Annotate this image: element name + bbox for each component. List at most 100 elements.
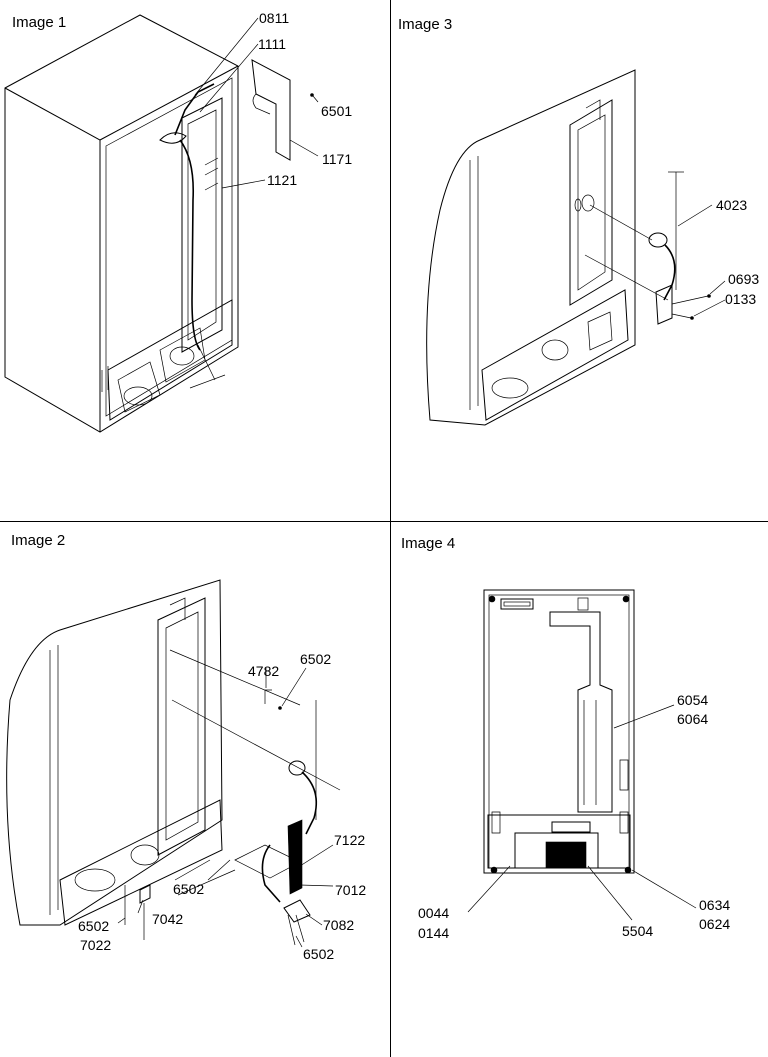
compartment-panel xyxy=(514,832,599,869)
image1-refrigerator-drawing xyxy=(4,14,319,433)
image3-refrigerator-drawing xyxy=(426,69,726,426)
duct-top xyxy=(585,99,601,120)
callout-1121: 1121 xyxy=(267,172,297,188)
callout-6502-left: 6502 xyxy=(78,918,109,934)
axis-line-3 xyxy=(174,859,236,896)
image2-refrigerator-drawing xyxy=(6,579,341,948)
callout-0634: 0634 xyxy=(699,897,730,913)
rear-duct-cover xyxy=(157,597,206,856)
compressor-dome xyxy=(123,386,153,406)
cabinet-side-lines xyxy=(469,156,479,410)
machine-compartment xyxy=(59,799,223,926)
callout-1111: 1111 xyxy=(258,36,286,52)
rear-duct-inner xyxy=(187,109,217,341)
axis-line-2 xyxy=(584,254,669,301)
rear-duct-cover xyxy=(549,611,613,813)
clip-4782 xyxy=(264,689,272,704)
image4-callouts: 6054 6064 0044 0144 5504 0634 0624 xyxy=(418,692,730,941)
callout-7042: 7042 xyxy=(152,911,183,927)
callout-6502-bottom: 6502 xyxy=(303,946,334,962)
callout-7082: 7082 xyxy=(323,917,354,933)
cabinet-back-border xyxy=(488,594,630,869)
horizontal-divider xyxy=(0,521,768,522)
foot-right xyxy=(624,866,632,874)
access-plate xyxy=(551,821,591,833)
image1-callouts: 0811 1111 6501 1171 1121 xyxy=(258,10,352,188)
image3-title: Image 3 xyxy=(398,16,453,33)
water-valve xyxy=(655,284,673,325)
leader-6501 xyxy=(312,95,319,103)
cabinet-foot xyxy=(101,366,109,392)
axis-line-2 xyxy=(171,699,341,791)
port-hole-small xyxy=(574,198,582,212)
leader-4023 xyxy=(677,204,713,227)
leader-0693 xyxy=(709,280,726,295)
leader-1111 xyxy=(199,43,259,113)
compressor xyxy=(491,377,529,399)
leader-6502d xyxy=(295,935,303,948)
valve-clip-7082 xyxy=(283,899,311,923)
water-tube-top xyxy=(174,83,215,136)
water-line xyxy=(301,771,318,835)
callout-7022: 7022 xyxy=(80,937,111,953)
cabinet-cutaway xyxy=(6,579,223,926)
condenser-fan xyxy=(541,339,569,361)
callout-7122: 7122 xyxy=(334,832,365,848)
clip-marks xyxy=(204,157,219,191)
rear-duct-cover xyxy=(569,99,613,306)
leader-7082 xyxy=(305,913,323,926)
compressor xyxy=(117,361,161,413)
callout-0624: 0624 xyxy=(699,916,730,932)
callout-4782: 4782 xyxy=(248,663,279,679)
cabinet-edge xyxy=(4,87,101,432)
leader-0811 xyxy=(194,17,259,96)
duct-grooves xyxy=(583,700,597,805)
vertical-divider xyxy=(390,0,391,1057)
callout-6501: 6501 xyxy=(321,103,352,119)
screw-axis xyxy=(671,295,709,319)
axis-line-1 xyxy=(589,204,653,241)
leader-6502a xyxy=(281,667,307,707)
image1-title: Image 1 xyxy=(12,14,67,31)
drain-lines xyxy=(189,344,226,389)
screw-6501 xyxy=(310,93,314,97)
back-panel-border xyxy=(105,77,233,417)
corner-fastener-tl xyxy=(488,595,496,603)
water-valve-7012 xyxy=(287,819,303,895)
water-line xyxy=(663,244,676,301)
cover-panel-1171 xyxy=(251,59,291,161)
image3-callouts: 4023 0693 0133 xyxy=(716,197,759,307)
valve-bracket xyxy=(234,844,301,879)
callout-0133: 0133 xyxy=(725,291,756,307)
port-hole xyxy=(581,194,595,212)
leader-6502c xyxy=(117,917,126,924)
fill-tube-7122 xyxy=(261,844,281,903)
callout-4023: 4023 xyxy=(716,197,747,213)
machine-compartment xyxy=(107,299,233,421)
callout-0693: 0693 xyxy=(728,271,759,287)
image2-callouts: 4782 6502 7122 6502 7012 6502 7042 7082 … xyxy=(78,651,366,962)
callout-1171: 1171 xyxy=(322,151,352,167)
compressor xyxy=(74,868,116,892)
leader-0044 xyxy=(467,865,511,913)
cabinet-outline xyxy=(4,14,239,433)
callout-0811: 0811 xyxy=(259,10,289,26)
callout-6054: 6054 xyxy=(677,692,708,708)
duct-top xyxy=(169,597,186,620)
condenser-grille-5504 xyxy=(545,841,587,869)
rear-duct-inner xyxy=(165,611,199,841)
leader-0133 xyxy=(693,299,726,317)
machine-compartment xyxy=(481,289,629,421)
callout-0144: 0144 xyxy=(418,925,449,941)
leader-1171 xyxy=(289,139,319,157)
leader-1121 xyxy=(221,179,266,189)
rating-label-inner xyxy=(503,601,531,607)
rear-duct-cover xyxy=(181,97,223,353)
rating-label xyxy=(500,598,534,610)
callout-7012: 7012 xyxy=(335,882,366,898)
foot-left xyxy=(490,866,498,874)
leader-0634 xyxy=(631,869,697,909)
water-tube-vertical xyxy=(179,139,201,351)
cabinet-side-lines xyxy=(49,645,59,915)
